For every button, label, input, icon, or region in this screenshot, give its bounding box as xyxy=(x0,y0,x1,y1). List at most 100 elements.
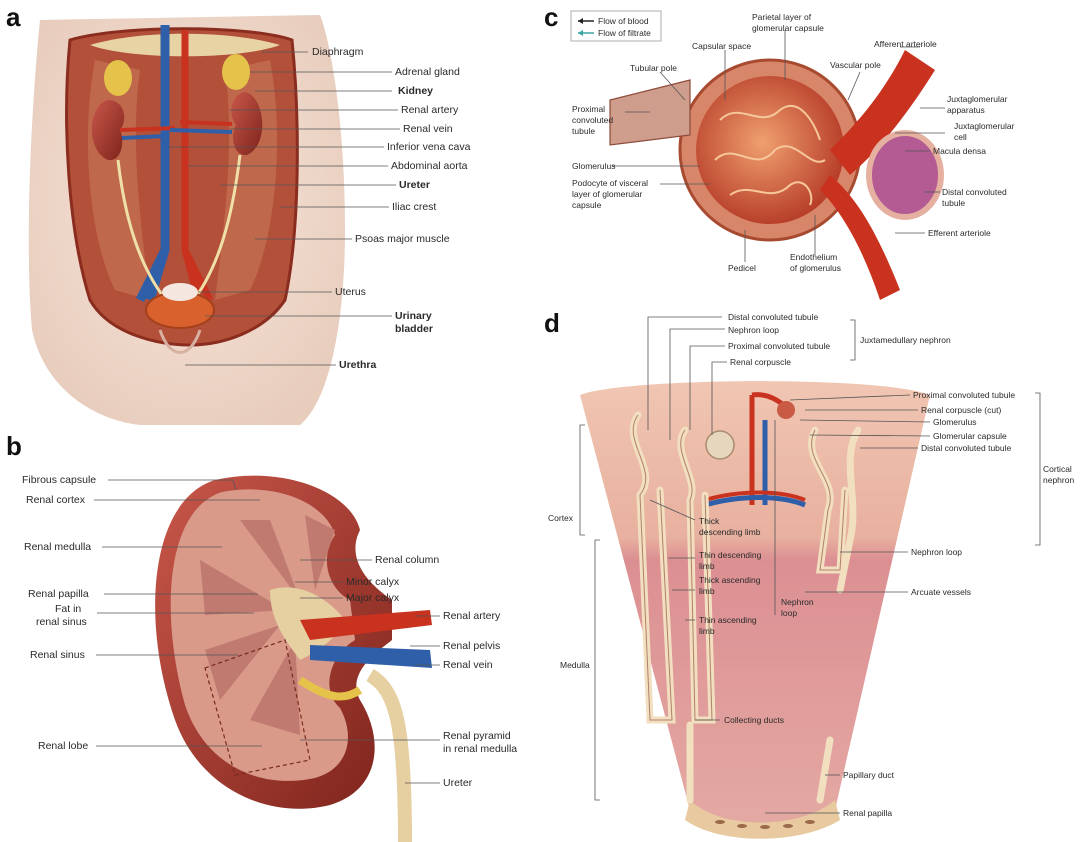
label-major-calyx: Major calyx xyxy=(346,592,400,604)
label-proximal-2: convoluted xyxy=(572,115,613,125)
label-renal-pyramid: Renal pyramid xyxy=(443,730,511,742)
label-distal-convoluted-tubule-d1: Distal convoluted tubule xyxy=(728,312,819,322)
label-uterus: Uterus xyxy=(335,286,366,298)
label-renal-cortex: Renal cortex xyxy=(26,494,86,506)
label-bladder: bladder xyxy=(395,323,433,335)
label-renal-medulla: Renal medulla xyxy=(24,541,91,553)
panel-letter-d: d xyxy=(544,308,560,338)
label-inferior-vena-cava: Inferior vena cava xyxy=(387,141,471,153)
cortex-bracket xyxy=(580,425,585,535)
label-cortical: Cortical xyxy=(1043,464,1072,474)
label-iliac-crest: Iliac crest xyxy=(392,201,436,213)
label-papillary-duct: Papillary duct xyxy=(843,770,895,780)
uterus xyxy=(162,283,198,301)
label-proximal-convoluted-tubule-d2: Proximal convoluted tubule xyxy=(913,390,1015,400)
label-thick: Thick xyxy=(699,516,720,526)
label-juxtaglomerular-apparatus-1: Juxtaglomerular xyxy=(947,94,1008,104)
distal-convoluted-tubule-c xyxy=(869,133,941,217)
cortical-nephron-bracket xyxy=(1035,393,1040,545)
label-renal-artery: Renal artery xyxy=(401,104,459,116)
label-parietal-layer-2: glomerular capsule xyxy=(752,23,824,33)
panel-letter-b: b xyxy=(6,431,22,461)
label-podocyte-2: layer of glomerular xyxy=(572,189,643,199)
label-fibrous-capsule: Fibrous capsule xyxy=(22,474,96,486)
label-endothelium-1: Endothelium xyxy=(790,252,837,262)
label-thick-ascending: Thick ascending xyxy=(699,575,761,585)
right-adrenal-gland xyxy=(222,54,250,90)
label-abdominal-aorta: Abdominal aorta xyxy=(391,160,468,172)
label-capsular-space: Capsular space xyxy=(692,41,751,51)
label-arcuate-vessels: Arcuate vessels xyxy=(911,587,971,597)
label-renal-papilla: Renal papilla xyxy=(28,588,89,600)
label-adrenal-gland: Adrenal gland xyxy=(395,66,460,78)
label-renal-corpuscle-d: Renal corpuscle xyxy=(730,357,791,367)
label-urethra: Urethra xyxy=(339,359,377,371)
label-collecting-ducts: Collecting ducts xyxy=(724,715,784,725)
label-descending-limb: descending limb xyxy=(699,527,761,537)
label-tubular-pole: Tubular pole xyxy=(630,63,677,73)
label-vascular-pole: Vascular pole xyxy=(830,60,881,70)
label-thin-ascending: Thin ascending xyxy=(699,615,757,625)
label-glomerulus-d: Glomerulus xyxy=(933,417,976,427)
renal-corpuscle-cut xyxy=(777,401,795,419)
label-in-renal-medulla: in renal medulla xyxy=(443,743,517,755)
label-efferent-arteriole: Efferent arteriole xyxy=(928,228,991,238)
left-adrenal-gland xyxy=(104,60,132,96)
label-endothelium-2: of glomerulus xyxy=(790,263,841,273)
label-glomerular-capsule: Glomerular capsule xyxy=(933,431,1007,441)
label-diaphragm: Diaphragm xyxy=(312,46,364,58)
panel-d: d xyxy=(544,308,1074,839)
label-cortical-nephron: nephron xyxy=(1043,475,1074,485)
label-renal-corpuscle-cut: Renal corpuscle (cut) xyxy=(921,405,1001,415)
label-podocyte-1: Podocyte of visceral xyxy=(572,178,648,188)
label-ureter-b: Ureter xyxy=(443,777,473,789)
label-thin-descending: Thin descending xyxy=(699,550,762,560)
label-proximal-convoluted-tubule-d1: Proximal convoluted tubule xyxy=(728,341,830,351)
label-minor-calyx: Minor calyx xyxy=(346,576,400,588)
label-renal-column: Renal column xyxy=(375,554,439,566)
label-thin-descending-limb: limb xyxy=(699,561,715,571)
label-juxtaglomerular-cell-2: cell xyxy=(954,132,967,142)
panel-a: a Di xyxy=(6,2,471,425)
label-renal-artery-b: Renal artery xyxy=(443,610,501,622)
label-cortex: Cortex xyxy=(548,513,574,523)
label-juxtaglomerular-cell-1: Juxtaglomerular xyxy=(954,121,1015,131)
label-renal-vein: Renal vein xyxy=(403,123,453,135)
medulla-bracket xyxy=(595,540,600,800)
label-renal-sinus: Renal sinus xyxy=(30,649,85,661)
label-distal-convoluted-1: Distal convoluted xyxy=(942,187,1007,197)
label-pedicel: Pedicel xyxy=(728,263,756,273)
label-renal-vein-b: Renal vein xyxy=(443,659,493,671)
label-renal-pelvis: Renal pelvis xyxy=(443,640,500,652)
label-proximal-3: tubule xyxy=(572,126,595,136)
panel-b: b Fibrous capsule Renal cortex xyxy=(6,431,517,842)
label-juxtaglomerular-apparatus-2: apparatus xyxy=(947,105,985,115)
label-renal-papilla-d: Renal papilla xyxy=(843,808,892,818)
label-nephron-loop-d2: Nephron loop xyxy=(911,547,962,557)
label-podocyte-3: capsule xyxy=(572,200,602,210)
label-nephron-d: Nephron xyxy=(781,597,814,607)
label-thick-ascending-limb: limb xyxy=(699,586,715,596)
juxtamedullary-bracket xyxy=(850,320,855,360)
label-thin-ascending-limb: limb xyxy=(699,626,715,636)
legend-flow-of-blood: Flow of blood xyxy=(598,16,649,26)
label-proximal-1: Proximal xyxy=(572,104,605,114)
panel-c: c Flow of blood Flow of filtrate xyxy=(544,2,1015,300)
label-afferent-arteriole: Afferent arteriole xyxy=(874,39,937,49)
label-urinary: Urinary xyxy=(395,310,432,322)
label-distal-convoluted-tubule-d2: Distal convoluted tubule xyxy=(921,443,1012,453)
label-juxtamedullary-nephron: Juxtamedullary nephron xyxy=(860,335,951,345)
label-loop-d: loop xyxy=(781,608,797,618)
label-parietal-layer-1: Parietal layer of xyxy=(752,12,812,22)
label-fat-in: Fat in xyxy=(55,603,81,615)
label-medulla: Medulla xyxy=(560,660,590,670)
label-kidney: Kidney xyxy=(398,85,433,97)
legend-flow-of-filtrate: Flow of filtrate xyxy=(598,28,651,38)
label-nephron-loop-d1: Nephron loop xyxy=(728,325,779,335)
label-renal-sinus-fat: renal sinus xyxy=(36,616,87,628)
ureter-b xyxy=(370,675,405,842)
renal-corpuscle-d xyxy=(706,431,734,459)
label-psoas-major-muscle: Psoas major muscle xyxy=(355,233,450,245)
